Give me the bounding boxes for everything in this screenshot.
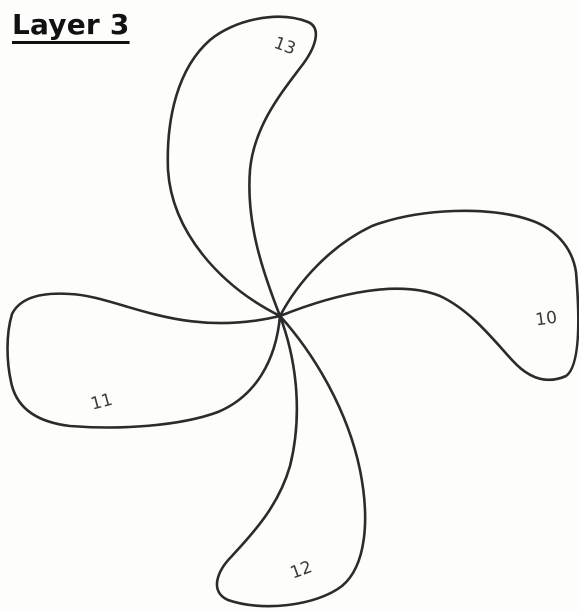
petal-12-label: 12 bbox=[288, 557, 315, 583]
petal-10-outline bbox=[278, 209, 579, 382]
petal-13-outline bbox=[166, 15, 318, 318]
petal-10-label: 10 bbox=[534, 308, 558, 331]
petal-12-outline bbox=[215, 314, 367, 608]
page-title: Layer 3 bbox=[12, 8, 130, 41]
petal-13-label: 13 bbox=[271, 33, 298, 59]
petal-11-label: 11 bbox=[89, 390, 115, 415]
petal-11-outline bbox=[6, 292, 282, 429]
